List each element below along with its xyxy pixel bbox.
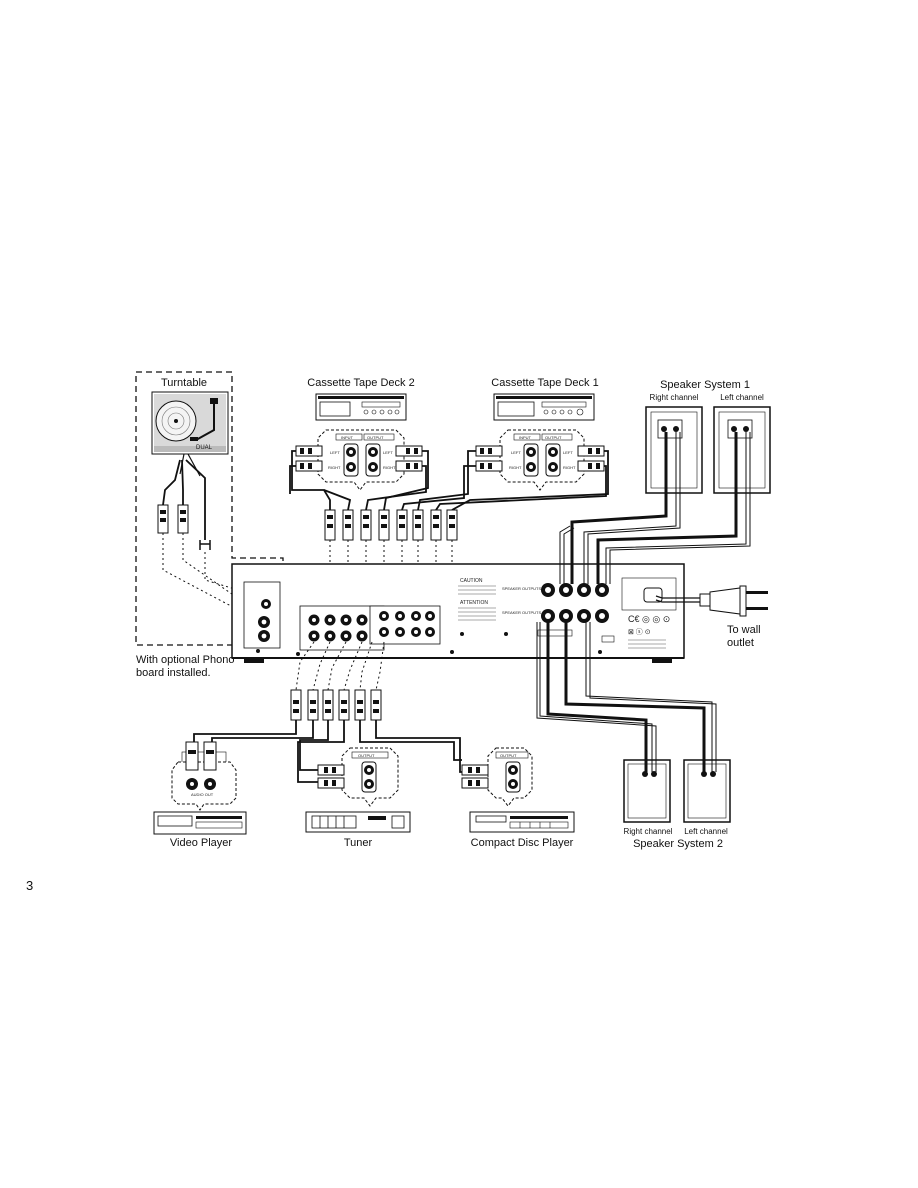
svg-text:ATTENTION: ATTENTION: [460, 600, 488, 606]
deck-2-plugs: [295, 445, 423, 472]
speaker-system-2-label: Speaker System 2: [633, 838, 723, 850]
svg-text:INPUT: INPUT: [519, 435, 532, 440]
cassette-cables: [289, 450, 609, 511]
cassette-plug-row: [324, 509, 458, 541]
svg-text:OUTPUT: OUTPUT: [358, 753, 375, 758]
svg-text:⊠ ⓢ ⊙: ⊠ ⓢ ⊙: [628, 628, 651, 636]
svg-text:RIGHT: RIGHT: [328, 465, 341, 470]
wall-outlet-label-line1: To wall: [727, 624, 761, 636]
source-plug-row: [290, 689, 382, 721]
speaker-2-right-channel-label: Right channel: [623, 827, 673, 836]
deck-1-jack-panel: INPUT OUTPUT LEFT RIGHT LEFT RIGHT: [499, 429, 585, 491]
deck-2-jack-panel: INPUT OUTPUT LEFT RIGHT LEFT RIGHT: [317, 429, 405, 491]
turntable-device: [151, 391, 229, 477]
turntable-cables: [162, 459, 206, 540]
svg-text:AUDIO OUT: AUDIO OUT: [191, 792, 214, 797]
video-player-label: Video Player: [169, 837, 233, 849]
video-jack-panel: AUDIO OUT: [171, 741, 237, 811]
svg-text:LEFT: LEFT: [511, 450, 521, 455]
source-dotted-runs: [295, 641, 385, 691]
svg-text:LEFT: LEFT: [383, 450, 393, 455]
speaker-1-wires: [559, 432, 751, 584]
turntable-brand-label: DUAL: [196, 445, 213, 451]
svg-text:CAUTION: CAUTION: [460, 578, 483, 584]
tuner-label: Tuner: [343, 837, 373, 849]
svg-text:INPUT: INPUT: [341, 435, 354, 440]
tuner-device: [305, 811, 411, 833]
turntable-dotted-runs: [162, 533, 259, 616]
svg-text:RIGHT: RIGHT: [509, 465, 522, 470]
phono-dashed-outline: [135, 371, 284, 646]
wall-outlet-label-line2: outlet: [727, 637, 754, 649]
cassette-deck-2: [315, 393, 407, 421]
cassette-deck-1-label: Cassette Tape Deck 1: [491, 377, 599, 389]
svg-text:OUTPUT: OUTPUT: [367, 435, 384, 440]
cd-player-label: Compact Disc Player: [470, 837, 574, 849]
deck-1-plugs: [475, 445, 605, 472]
speaker-2-left: [683, 759, 731, 823]
cassette-deck-2-label: Cassette Tape Deck 2: [307, 377, 415, 389]
svg-text:C€ ◎ ◎ ⊙: C€ ◎ ◎ ⊙: [628, 614, 670, 624]
turntable-label: Turntable: [160, 377, 208, 389]
speaker-2-left-channel-label: Left channel: [684, 827, 728, 836]
speaker-1-right: [645, 406, 703, 494]
svg-text:SPEAKER OUTPUTS 2: SPEAKER OUTPUTS 2: [502, 610, 545, 615]
svg-text:LEFT: LEFT: [563, 450, 573, 455]
svg-text:SPEAKER OUTPUTS 1: SPEAKER OUTPUTS 1: [502, 586, 545, 591]
speaker-1-right-channel-label: Right channel: [649, 393, 699, 402]
phono-note-line1: With optional Phono: [136, 654, 235, 666]
speaker-2-wires: [536, 622, 717, 772]
speaker-1-left: [713, 406, 771, 494]
speaker-1-left-channel-label: Left channel: [720, 393, 764, 402]
turntable-plugs: [157, 504, 211, 550]
tuner-jack-panel: OUTPUT: [317, 747, 399, 807]
page-number: 3: [26, 878, 34, 893]
amplifier-rear-panel: CAUTION ATTENTION SPEAKER OUTPUTS 1 SPEA…: [231, 563, 685, 663]
svg-text:RIGHT: RIGHT: [563, 465, 576, 470]
cassette-deck-1: [493, 393, 595, 421]
svg-text:RIGHT: RIGHT: [383, 465, 396, 470]
svg-text:LEFT: LEFT: [330, 450, 340, 455]
cd-player-device: [469, 811, 575, 833]
speaker-system-1-label: Speaker System 1: [660, 379, 750, 391]
source-cables: [193, 720, 462, 783]
svg-text:OUTPUT: OUTPUT: [545, 435, 562, 440]
svg-text:OUTPUT: OUTPUT: [500, 753, 517, 758]
power-cord: [655, 585, 768, 617]
video-player-device: [153, 811, 247, 835]
cd-jack-panel: OUTPUT: [461, 747, 533, 807]
phono-note-line2: board installed.: [136, 667, 211, 679]
